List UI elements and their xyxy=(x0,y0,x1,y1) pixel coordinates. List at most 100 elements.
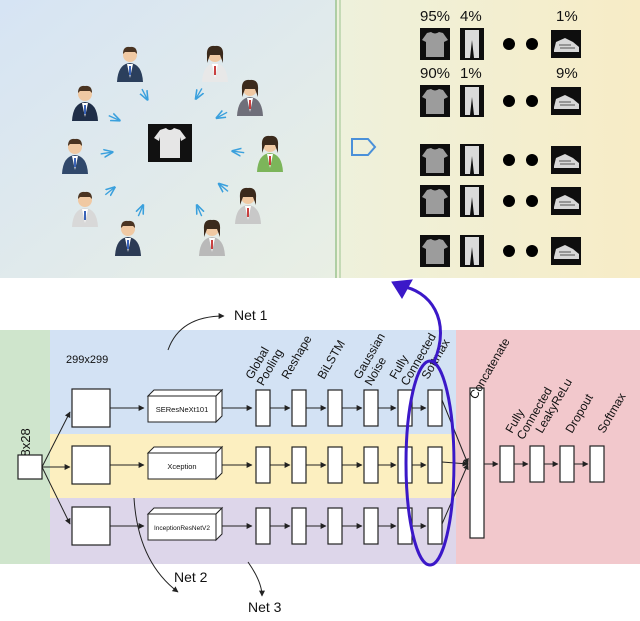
backbone-block xyxy=(147,513,217,541)
layer-block xyxy=(255,446,271,484)
backbone-name: InceptionResNetV2 xyxy=(154,525,210,532)
pants-probability: 4% xyxy=(460,8,482,25)
layer-block xyxy=(363,507,379,545)
sneaker-thumbnail-icon xyxy=(551,187,581,215)
shirt-thumbnail-icon xyxy=(420,185,450,217)
shoe-probability: 9% xyxy=(556,65,578,82)
net2-arrow xyxy=(133,497,179,593)
annotator-person-icon xyxy=(117,46,143,82)
pants-probability: 1% xyxy=(460,65,482,82)
layer-block xyxy=(327,446,343,484)
vote-arrow xyxy=(142,88,148,100)
vote-arrow xyxy=(219,184,229,192)
net1-arrow xyxy=(167,313,225,351)
shirt-probability: 95% xyxy=(420,8,450,25)
layer-block xyxy=(327,507,343,545)
ellipsis-dot xyxy=(503,95,515,107)
net2-band xyxy=(50,434,456,498)
sneaker-thumbnail-icon xyxy=(551,30,581,58)
backbone-name: Xception xyxy=(167,462,196,471)
layer-block xyxy=(291,389,307,427)
ellipsis-dot xyxy=(503,195,515,207)
net3-arrow xyxy=(247,561,265,597)
softmax-highlight xyxy=(404,359,456,567)
pants-thumbnail-icon xyxy=(460,85,484,117)
shirt-thumbnail-icon xyxy=(420,28,450,60)
concatenate-block xyxy=(469,387,485,539)
annotator-person-icon xyxy=(115,220,141,256)
head-layer-block xyxy=(589,445,605,483)
head-layer-block xyxy=(559,445,575,483)
annotator-person-icon xyxy=(62,138,88,174)
head-layer-block xyxy=(499,445,515,483)
backbone-block xyxy=(147,395,217,423)
pentagon-arrow-icon xyxy=(351,138,377,156)
annotator-person-icon xyxy=(235,187,261,224)
vote-arrow xyxy=(138,205,143,217)
vote-arrow xyxy=(196,88,202,98)
pants-thumbnail-icon xyxy=(460,185,484,217)
annotator-person-icon xyxy=(72,85,98,121)
sneaker-thumbnail-icon xyxy=(551,146,581,174)
pants-thumbnail-icon xyxy=(460,28,484,60)
backbone-name: SEResNeXt101 xyxy=(156,405,209,414)
annotator-person-icon xyxy=(257,135,283,172)
vote-arrow xyxy=(108,116,120,121)
backbone-block xyxy=(147,452,217,480)
feedback-arrow xyxy=(399,284,442,363)
annotator-person-icon xyxy=(237,79,263,116)
layer-block xyxy=(255,507,271,545)
vote-arrow xyxy=(232,151,245,153)
vote-arrow xyxy=(217,112,228,118)
layer-block xyxy=(427,389,443,427)
resized-image xyxy=(71,388,111,428)
net2-label: Net 2 xyxy=(174,569,208,585)
layer-block xyxy=(327,389,343,427)
shoe-probability: 1% xyxy=(556,8,578,25)
layer-block xyxy=(427,446,443,484)
predictions-panel xyxy=(336,0,640,278)
resized-size-label: 299x299 xyxy=(66,354,108,366)
ellipsis-dot xyxy=(503,38,515,50)
layer-block xyxy=(427,507,443,545)
resized-image xyxy=(71,445,111,485)
input-band xyxy=(0,330,50,564)
sneaker-thumbnail-icon xyxy=(551,87,581,115)
net-branch: SEResNeXt101 xyxy=(71,388,443,428)
ellipsis-dot xyxy=(526,95,538,107)
shirt-thumbnail-icon xyxy=(420,235,450,267)
layer-block xyxy=(363,389,379,427)
net1-band xyxy=(50,330,456,434)
annotator-person-icon xyxy=(199,219,225,256)
vote-arrow xyxy=(104,187,114,194)
classification-head xyxy=(469,387,605,539)
ellipsis-dot xyxy=(526,195,538,207)
sneaker-thumbnail-icon xyxy=(551,237,581,265)
ellipsis-dot xyxy=(526,245,538,257)
head-layer-block xyxy=(529,445,545,483)
resized-image xyxy=(71,506,111,546)
ellipsis-dot xyxy=(526,154,538,166)
layer-block xyxy=(291,446,307,484)
prediction-rows: 95% 4% 1% 90% 1% 9% xyxy=(420,8,581,267)
net3-band xyxy=(50,498,456,564)
net3-label: Net 3 xyxy=(248,599,282,615)
annotator-person-icon xyxy=(72,191,98,227)
annotator-person-icon xyxy=(202,45,228,82)
tshirt-image xyxy=(148,124,192,162)
head-band xyxy=(456,330,640,564)
ellipsis-dot xyxy=(503,154,515,166)
net-branch: Xception xyxy=(71,445,443,485)
feedback-arrowhead-icon xyxy=(391,279,413,299)
net1-label: Net 1 xyxy=(234,307,268,323)
layer-block xyxy=(363,446,379,484)
layer-block xyxy=(255,389,271,427)
vote-arrow xyxy=(197,205,202,217)
shirt-thumbnail-icon xyxy=(420,85,450,117)
pants-thumbnail-icon xyxy=(460,144,484,176)
ellipsis-dot xyxy=(503,245,515,257)
shirt-probability: 90% xyxy=(420,65,450,82)
